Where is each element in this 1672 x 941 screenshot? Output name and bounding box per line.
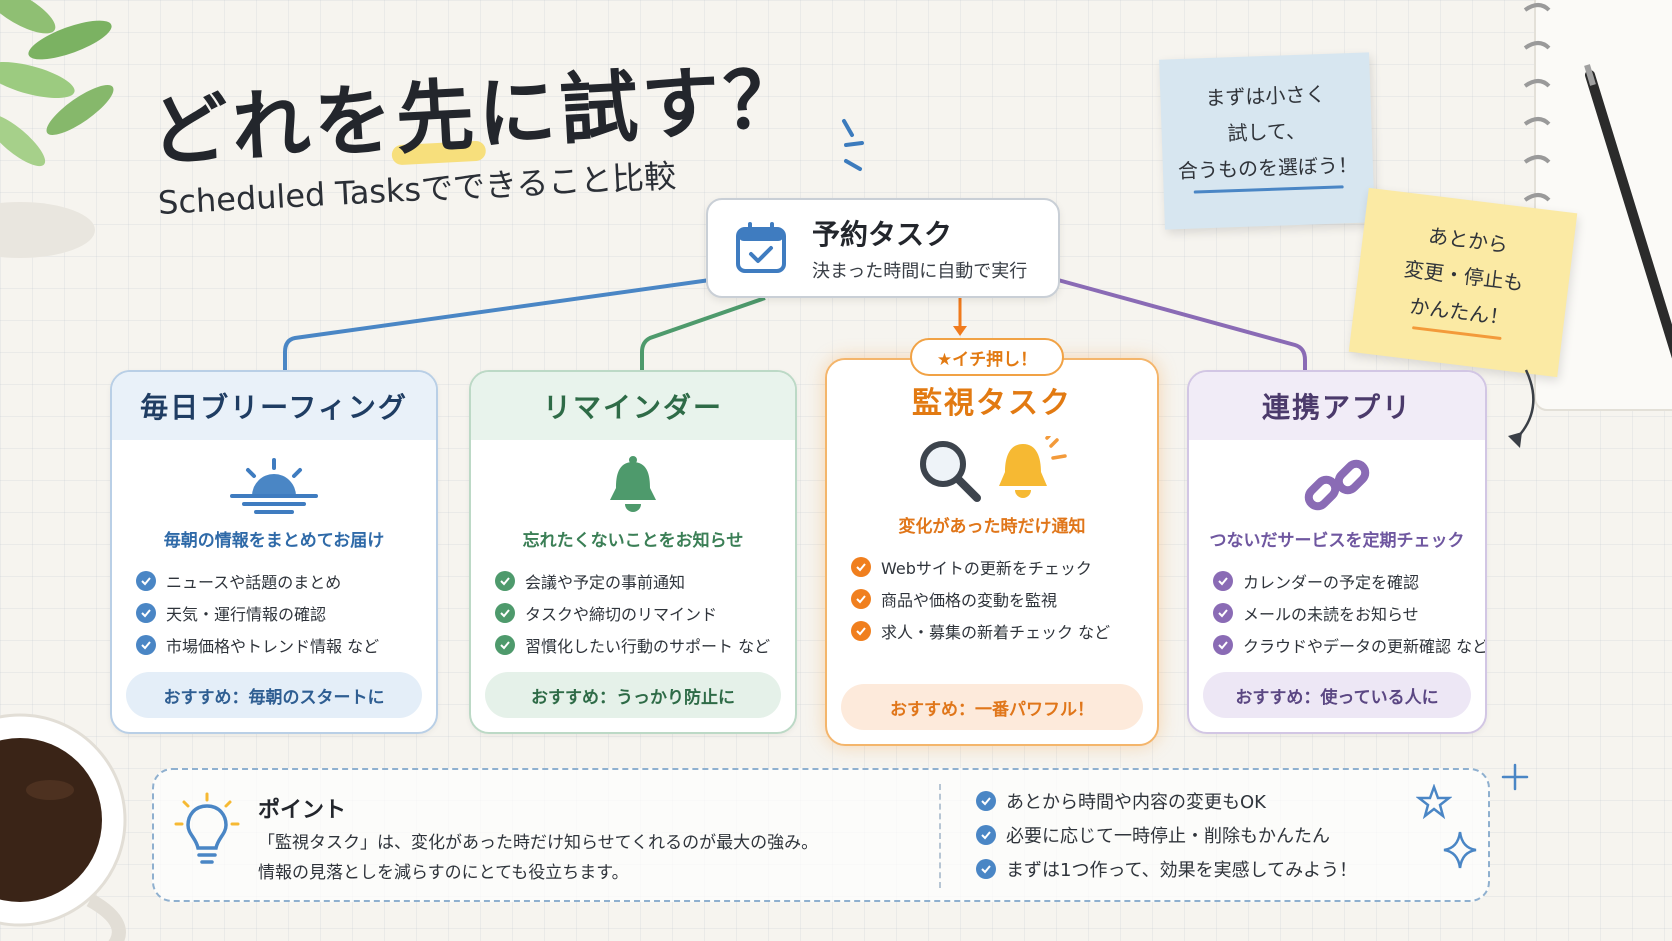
- point-panel: ポイント 「監視タスク」は、変化があった時だけ知らせてくれるのが最大の強み。 情…: [152, 768, 1490, 902]
- card-lead: つないだサービスを定期チェック: [1209, 531, 1465, 551]
- point-checklist: あとから時間や内容の変更もOK 必要に応じて一時停止・削除もかんたん まずは1つ…: [976, 784, 1357, 886]
- check-icon: [976, 791, 996, 811]
- alert-bell-icon: [999, 436, 1067, 498]
- card-lead: 毎朝の情報をまとめてお届け: [163, 531, 385, 551]
- card-monitoring[interactable]: 監視タスク 変化があった時だけ通知 Webサイトの更新をチェック 商品や価格の変…: [825, 358, 1159, 746]
- center-desc: 決まった時間に自動で実行: [812, 261, 1028, 282]
- sunrise-icon: [230, 458, 318, 514]
- list-item: 市場価格やトレンド情報 など: [136, 629, 436, 661]
- check-icon: [495, 635, 515, 655]
- card-lead: 変化があった時だけ通知: [898, 517, 1086, 537]
- check-icon: [1213, 635, 1233, 655]
- list-item: 習慣化したい行動のサポート など: [495, 629, 795, 661]
- list-item: 求人・募集の新着チェック など: [851, 615, 1157, 647]
- list-item: 会議や予定の事前通知: [495, 565, 795, 597]
- bell-icon: [610, 456, 656, 512]
- list-item: ニュースや話題のまとめ: [136, 565, 436, 597]
- check-icon: [136, 603, 156, 623]
- link-icon: [1304, 459, 1370, 511]
- lightbulb-icon: [174, 792, 240, 864]
- magnifier-icon: [920, 441, 981, 502]
- list-item: Webサイトの更新をチェック: [851, 551, 1157, 583]
- coffee-cup-decoration: [0, 713, 127, 941]
- list-item: 商品や価格の変動を監視: [851, 583, 1157, 615]
- list-item: クラウドやデータの更新確認 など: [1213, 629, 1485, 661]
- plant-decoration: [0, 0, 114, 258]
- card-title: 毎日ブリーフィング: [112, 372, 436, 440]
- list-item: メールの未読をお知らせ: [1213, 597, 1485, 629]
- check-icon: [851, 621, 871, 641]
- list-item: カレンダーの予定を確認: [1213, 565, 1485, 597]
- check-icon: [495, 571, 515, 591]
- list-item: まずは1つ作って、効果を実感してみよう！: [976, 852, 1357, 886]
- card-daily-briefing[interactable]: 毎日ブリーフィング 毎朝の情報をまとめてお届け ニュースや話題のまとめ 天気・運…: [110, 370, 438, 734]
- list-item: タスクや締切のリマインド: [495, 597, 795, 629]
- center-title: 予約タスク: [812, 218, 953, 251]
- check-icon: [976, 825, 996, 845]
- card-reminder[interactable]: リマインダー 忘れたくないことをお知らせ 会議や予定の事前通知 タスクや締切のリ…: [469, 370, 797, 734]
- check-icon: [851, 557, 871, 577]
- card-lead: 忘れたくないことをお知らせ: [522, 531, 744, 551]
- list-item: あとから時間や内容の変更もOK: [976, 784, 1357, 818]
- card-recommendation: おすすめ：一番パワフル！: [841, 684, 1143, 730]
- sparkle-icon: [1443, 831, 1477, 869]
- check-icon: [136, 635, 156, 655]
- check-icon: [851, 589, 871, 609]
- scheduled-task-node[interactable]: 予約タスク 決まった時間に自動で実行: [706, 198, 1060, 298]
- check-icon: [976, 859, 996, 879]
- card-connected-apps[interactable]: 連携アプリ つないだサービスを定期チェック カレンダーの予定を確認 メールの未読…: [1187, 370, 1487, 734]
- card-recommendation: おすすめ：使っている人に: [1203, 672, 1471, 718]
- featured-badge: ★イチ押し！: [910, 338, 1064, 376]
- check-icon: [136, 571, 156, 591]
- list-item: 必要に応じて一時停止・削除もかんたん: [976, 818, 1357, 852]
- star-outline-icon: [1416, 784, 1452, 820]
- calendar-check-icon: [736, 222, 786, 273]
- divider: [939, 784, 941, 888]
- card-title: 連携アプリ: [1189, 372, 1485, 440]
- check-icon: [1213, 603, 1233, 623]
- check-icon: [495, 603, 515, 623]
- point-body: 「監視タスク」は、変化があった時だけ知らせてくれるのが最大の強み。 情報の見落と…: [258, 833, 819, 883]
- point-title: ポイント: [258, 798, 347, 823]
- card-title: リマインダー: [471, 372, 795, 440]
- card-recommendation: おすすめ：毎朝のスタートに: [126, 672, 422, 718]
- sparkle-icon: [1501, 763, 1529, 791]
- list-item: 天気・運行情報の確認: [136, 597, 436, 629]
- sparkle-icon: [842, 119, 864, 171]
- check-icon: [1213, 571, 1233, 591]
- card-recommendation: おすすめ：うっかり防止に: [485, 672, 781, 718]
